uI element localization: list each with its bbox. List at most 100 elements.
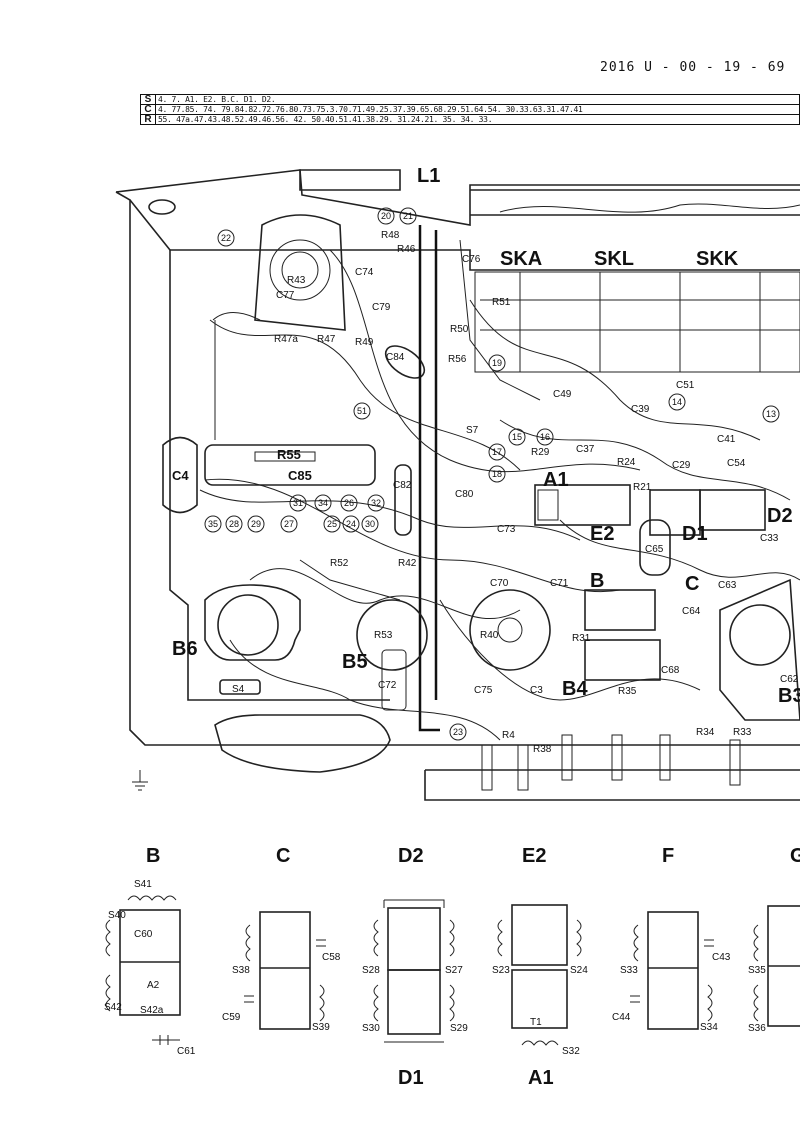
detail-diagram-b: S41 S40 C60 S42 S42a A2 C61 [104,879,196,1057]
wire-number-35: 35 [204,515,222,533]
if-transformer-d2 [699,489,766,531]
label-b5: B5 [342,651,368,673]
svg-text:S42a: S42a [140,1005,164,1016]
component-labels: L1 SKA SKL SKK B6 B5 B4 B3 A1 E2 D1 D2 B… [172,165,800,755]
label-r24: R24 [617,457,636,468]
svg-text:15: 15 [512,432,522,442]
svg-text:C43: C43 [712,952,731,963]
wire-number-31: 31 [289,494,307,512]
wire-number-34: 34 [314,494,332,512]
detail-title-d1: D1 [398,1067,424,1089]
detail-schematics: B C D2 E2 F G D1 A1 S41 S40 C60 S42 S42a… [104,845,800,1089]
svg-text:S23: S23 [492,965,510,976]
wire-number-14: 14 [668,393,686,411]
circled-wire-numbers: 22 20 21 51 19 14 13 15 16 17 18 31 34 2… [204,207,780,741]
label-r47a: R47a [274,334,298,345]
svg-text:32: 32 [371,498,381,508]
label-c63: C63 [718,580,737,591]
svg-text:S39: S39 [312,1022,330,1033]
front-panel-bar [470,189,800,216]
label-c37: C37 [576,444,595,455]
svg-text:S32: S32 [562,1046,580,1057]
svg-text:S24: S24 [570,965,588,976]
detail-title-b: B [146,845,160,867]
label-c71: C71 [550,578,569,589]
document-reference-number: 2016 U - 00 - 19 - 69 [600,60,786,75]
band-switch-board [474,271,800,373]
label-c84: C84 [386,352,405,363]
detail-title-c: C [276,845,290,867]
svg-text:S41: S41 [134,879,152,890]
svg-text:29: 29 [251,519,261,529]
label-r29: R29 [531,447,550,458]
label-d1: D1 [682,523,708,545]
svg-text:C61: C61 [177,1046,196,1057]
wire-number-32: 32 [367,494,385,512]
wire-number-51: 51 [353,402,371,420]
wire-number-13: 13 [762,405,780,423]
svg-text:S33: S33 [620,965,638,976]
detail-title-f: F [662,845,674,867]
label-c74: C74 [355,267,374,278]
label-c73: C73 [497,524,516,535]
svg-text:S35: S35 [748,965,766,976]
svg-text:35: 35 [208,519,218,529]
tube-socket-b4 [469,589,551,671]
label-c85: C85 [288,468,312,483]
label-c49: C49 [553,389,572,400]
label-r47: R47 [317,334,336,345]
detail-diagram-d: S28 S27 S30 S29 [362,899,468,1043]
svg-text:C58: C58 [322,952,341,963]
label-c79: C79 [372,302,391,313]
wire-number-18: 18 [488,465,506,483]
wire-number-30: 30 [361,515,379,533]
label-r55: R55 [277,447,301,462]
svg-text:S38: S38 [232,965,250,976]
if-transformer-c [584,639,661,681]
label-r43: R43 [287,275,306,286]
label-b4: B4 [562,678,588,700]
capacitor-c85 [204,444,376,486]
label-c72: C72 [378,680,397,691]
label-r34: R34 [696,727,715,738]
svg-text:28: 28 [229,519,239,529]
label-c4: C4 [172,468,189,483]
detail-diagram-f: S33 C43 C44 S34 [612,911,731,1033]
chassis-outline [115,169,800,801]
svg-text:S40: S40 [108,910,126,921]
tube-socket-b6 [204,584,301,695]
svg-text:19: 19 [492,358,502,368]
label-r46: R46 [397,244,416,255]
svg-text:S30: S30 [362,1023,380,1034]
wire-number-27: 27 [280,515,298,533]
wire-number-25: 25 [323,515,341,533]
svg-text:24: 24 [346,519,356,529]
label-b6: B6 [172,638,198,660]
label-l1: L1 [417,165,440,187]
svg-text:C60: C60 [134,929,153,940]
label-s4: S4 [232,684,245,695]
svg-text:T1: T1 [530,1017,542,1028]
svg-text:34: 34 [318,498,328,508]
svg-text:C59: C59 [222,1012,241,1023]
label-b: B [590,570,604,592]
svg-text:S27: S27 [445,965,463,976]
label-r40: R40 [480,630,499,641]
if-transformer-b [584,589,656,631]
detail-diagram-e2-a1: S23 S24 S32 T1 [492,904,588,1057]
detail-title-d2: D2 [398,845,424,867]
label-r52: R52 [330,558,349,569]
label-c62: C62 [780,674,799,685]
wire-number-19: 19 [488,354,506,372]
component-reference-table: S 4. 7. A1. E2. B.C. D1. D2. C 4. 77.85.… [140,94,800,125]
svg-text:S36: S36 [748,1023,766,1034]
capacitor-c4 [162,436,198,514]
label-r56: R56 [448,354,467,365]
wire-number-17: 17 [488,443,506,461]
detail-title-a1: A1 [528,1067,554,1089]
label-c68: C68 [661,665,680,676]
label-r50: R50 [450,324,469,335]
svg-text:25: 25 [327,519,337,529]
label-c33: C33 [760,533,779,544]
wire-number-22: 22 [217,229,235,247]
